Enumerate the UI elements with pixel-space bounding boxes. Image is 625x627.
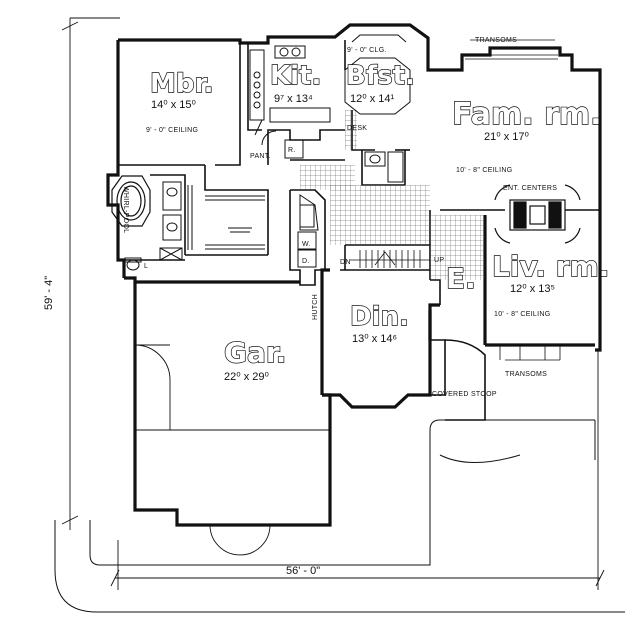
room-dims-mbr: 14⁰ x 15⁰ [151, 99, 196, 111]
garage-doors [134, 344, 330, 556]
label-ent-centers: ENT. CENTERS [503, 185, 557, 192]
laundry-fixtures [297, 194, 319, 268]
label-pant: PANT. [250, 153, 271, 160]
room-name-kit: Kit. [270, 61, 321, 91]
driveway-lines [54, 419, 625, 613]
room-dims-liv: 12⁰ x 13⁵ [510, 283, 555, 295]
transom-windows [465, 39, 561, 361]
label-transoms-top: TRANSOMS [475, 37, 517, 44]
label-hutch: HUTCH [312, 294, 319, 320]
room-dims-din: 13⁰ x 14⁶ [352, 333, 397, 345]
entertainment-center [494, 184, 581, 244]
label-l: L [144, 263, 148, 270]
whirlpool-tub [111, 175, 151, 227]
dimension-depth: 59' - 4" [43, 276, 55, 310]
label-dn: DN [340, 259, 351, 266]
label-transoms-bottom: TRANSOMS [505, 371, 547, 378]
room-ceiling-fam: 10' - 8" CEILING [456, 167, 512, 174]
label-whirlpool: WHIRL-POOL [122, 186, 129, 233]
room-ceiling-liv: 10' - 8" CEILING [494, 311, 550, 318]
label-r: R. [288, 147, 296, 154]
label-desk: DESK [347, 125, 367, 132]
staircase [350, 250, 430, 268]
breakfast-bay [344, 34, 411, 115]
bath-fixtures [124, 151, 404, 271]
tile-floor [300, 110, 485, 280]
label-up: UP [434, 257, 444, 264]
room-dims-kit: 9⁷ x 13⁴ [274, 93, 313, 105]
kitchen-fixtures [249, 45, 331, 159]
exterior-walls [106, 23, 602, 527]
room-name-fam: Fam. rm. [452, 97, 602, 132]
room-dims-fam: 21⁰ x 17⁰ [484, 131, 529, 143]
room-dims-bfst: 12⁰ x 14¹ [350, 93, 394, 105]
dimension-width: 56' - 0" [286, 565, 320, 577]
room-dims-gar: 22⁰ x 29⁰ [224, 371, 269, 383]
dimension-lines [61, 17, 605, 590]
label-w: W. [302, 241, 311, 248]
room-ceiling-mbr: 9' - 0" CEILING [146, 127, 198, 134]
closet-shelves [187, 185, 265, 250]
room-name-bfst: Bfst. [346, 61, 415, 91]
room-name-entry: E. [446, 262, 476, 295]
room-ceiling-bfst: 9' - 0" CLG. [347, 47, 387, 54]
label-d: D. [302, 258, 310, 265]
room-name-liv: Liv. rm. [492, 250, 609, 283]
label-covered-stoop: COVERED STOOP [432, 391, 497, 398]
room-name-gar: Gar. [224, 336, 286, 369]
room-name-din: Din. [350, 302, 409, 332]
room-name-mbr: Mbr. [150, 69, 213, 99]
